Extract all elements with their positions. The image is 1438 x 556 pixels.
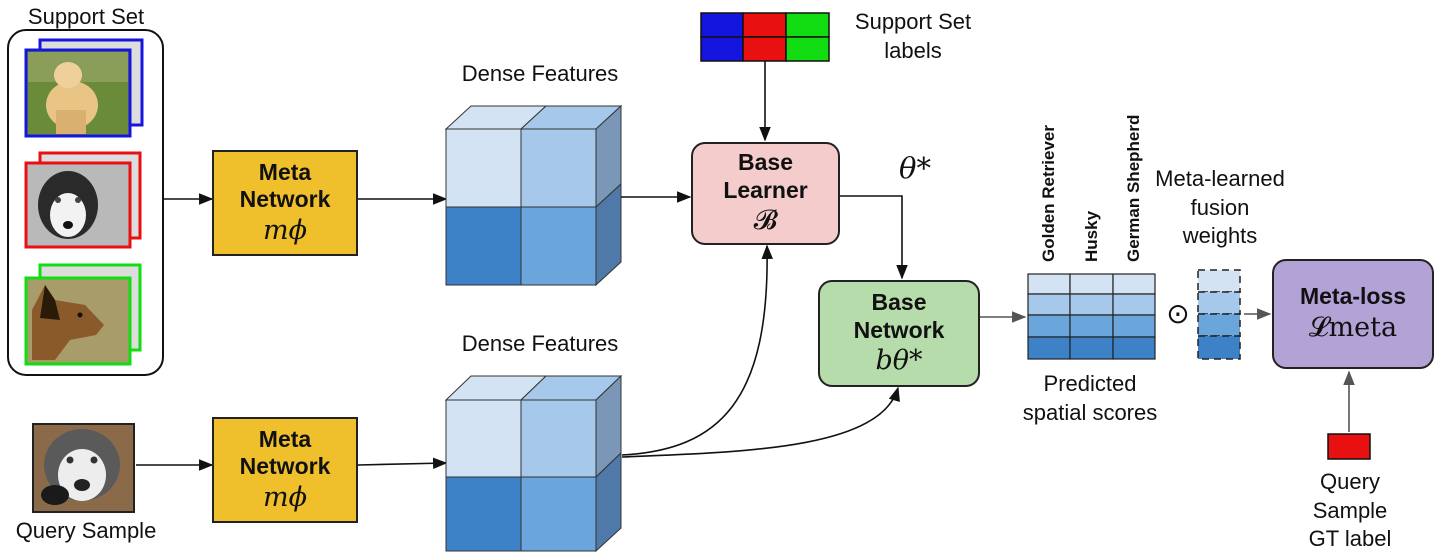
support-image-husky [24, 161, 132, 249]
meta-network-top-line2: Network [239, 186, 331, 213]
meta-network-top-symbol: mϕ [262, 214, 307, 246]
fusion-weights-column [1197, 269, 1241, 360]
support-set-container [7, 29, 164, 376]
support-set-title: Support Set [27, 4, 145, 29]
fusion-weights-caption: Meta-learned fusion weights [1140, 165, 1300, 251]
arrow-query-features-to-base-network [621, 386, 900, 458]
theta-star: θ* [899, 151, 931, 185]
support-labels-grid [700, 12, 830, 62]
meta-network-top: Meta Network mϕ [212, 150, 358, 256]
meta-network-bottom-symbol: mϕ [262, 481, 307, 513]
gt-label-swatch [1327, 433, 1371, 460]
support-labels-caption-line1: Support Set [854, 9, 972, 34]
predicted-scores-line2: spatial scores [1022, 399, 1158, 425]
meta-network-bottom-line2: Network [239, 453, 331, 480]
support-labels-caption: Support Set labels [838, 8, 988, 65]
predicted-scores-grid [1027, 273, 1156, 360]
query-sample-image [32, 423, 135, 513]
arrow-query-features-to-base-learner [621, 244, 774, 456]
base-learner-line2: Learner [723, 176, 808, 203]
meta-loss-symbol: 𝓛meta [1308, 311, 1398, 343]
meta-loss: Meta-loss 𝓛meta [1272, 259, 1434, 369]
meta-network-top-line1: Meta [258, 158, 312, 185]
dense-features-top-label: Dense Features [461, 61, 619, 86]
arrow-meta-to-features-bottom [357, 457, 448, 470]
class-label-husky: Husky [1082, 210, 1101, 262]
fusion-weights-line2: fusion [1190, 194, 1250, 220]
query-sample-label: Query Sample [15, 518, 157, 543]
meta-network-bottom: Meta Network mϕ [212, 417, 358, 523]
gt-label-line1: Query [1320, 469, 1380, 494]
fusion-weights-line3: weights [1182, 223, 1258, 249]
arrow-base-learner-to-base-network [840, 195, 908, 280]
gt-label-line3: GT label [1308, 526, 1392, 552]
base-network-line1: Base [871, 289, 927, 316]
gt-label-line2: Sample [1312, 497, 1388, 523]
hadamard-symbol: ⊙ [1166, 297, 1190, 330]
dense-features-cube-top [444, 104, 623, 287]
dense-features-cube-bottom [444, 374, 623, 553]
base-network-symbol: bθ* [875, 345, 923, 377]
meta-loss-line1: Meta-loss [1299, 283, 1407, 310]
gt-label-caption: Query Sample GT label [1290, 468, 1410, 554]
base-network-line2: Network [853, 316, 945, 343]
base-network: Base Network bθ* [818, 280, 980, 387]
class-label-golden-retriever: Golden Retriever [1039, 125, 1058, 262]
support-labels-caption-line2: labels [884, 37, 942, 63]
dense-features-bottom-label: Dense Features [461, 331, 619, 356]
support-image-golden-retriever [24, 48, 132, 138]
support-image-german-shepherd [24, 276, 132, 366]
predicted-scores-line1: Predicted [1043, 371, 1137, 396]
fusion-weights-line1: Meta-learned [1155, 166, 1285, 191]
base-learner-symbol: 𝓑 [753, 205, 778, 237]
meta-network-bottom-line1: Meta [258, 425, 312, 452]
base-learner: Base Learner 𝓑 [691, 142, 840, 245]
predicted-scores-caption: Predicted spatial scores [995, 370, 1185, 427]
base-learner-line1: Base [738, 149, 793, 176]
